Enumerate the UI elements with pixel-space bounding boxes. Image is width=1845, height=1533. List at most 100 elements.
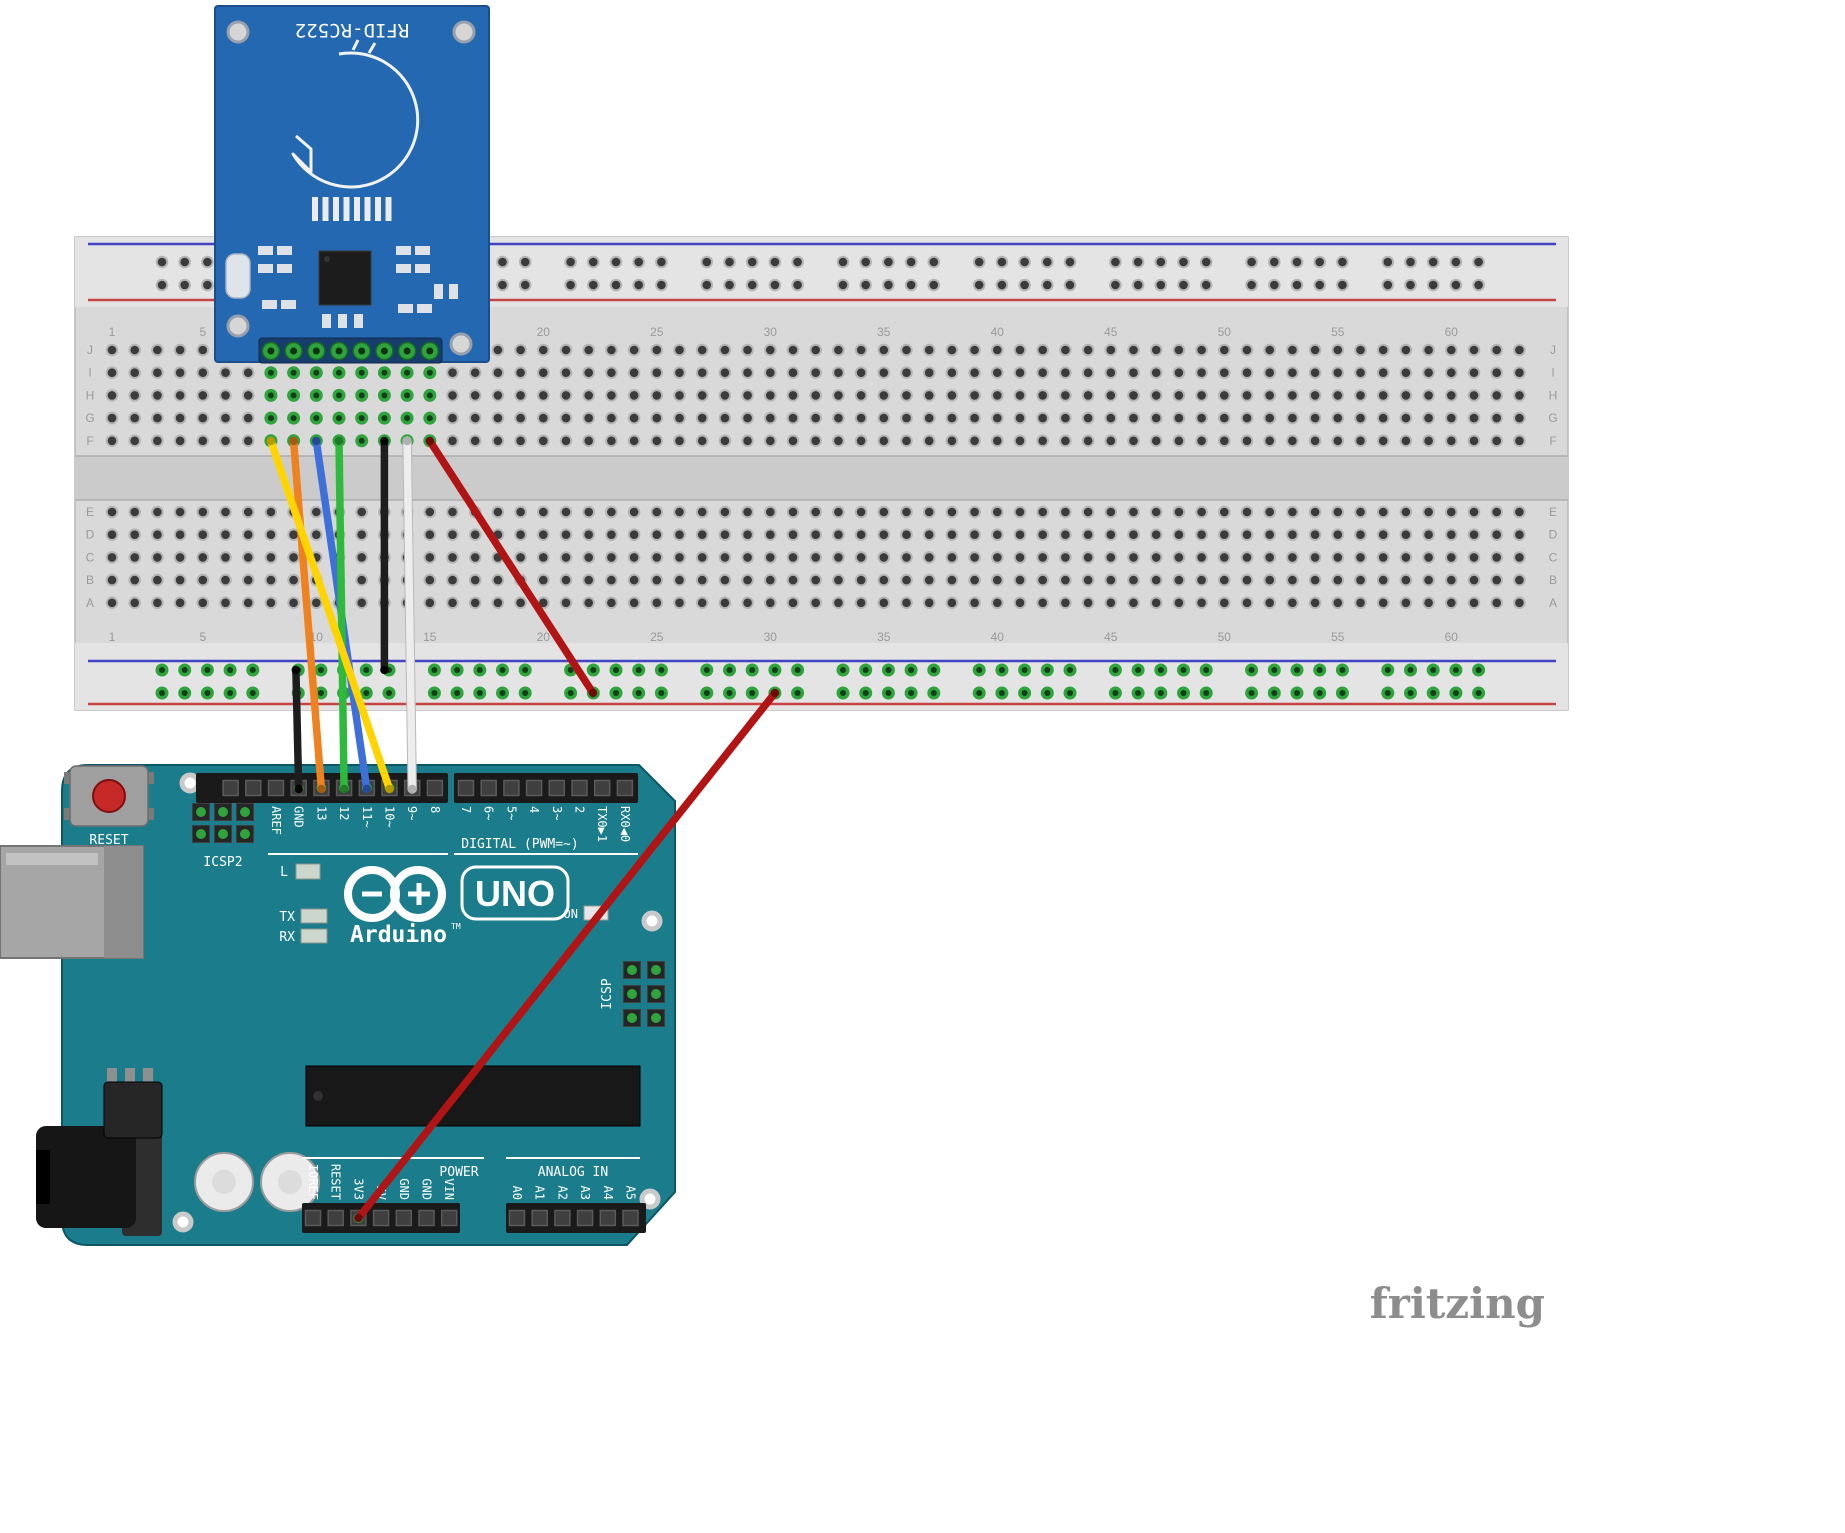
column-label: 50	[1218, 630, 1232, 644]
column-label: 55	[1331, 325, 1345, 339]
capacitor	[194, 1152, 254, 1212]
digital-pin-label: 10~	[383, 806, 397, 828]
column-label: 15	[423, 630, 437, 644]
column-label: 50	[1218, 325, 1232, 339]
row-label: F	[1549, 434, 1556, 448]
wire-v-board	[354, 689, 779, 1222]
digital-pin-label: RX0◀0	[618, 806, 632, 842]
uno-badge	[460, 865, 570, 921]
led-tx-label: TX	[279, 910, 295, 925]
column-label: 20	[537, 325, 551, 339]
icsp-label: ICSP	[600, 978, 615, 1009]
column-label: 60	[1445, 630, 1459, 644]
led-l	[295, 863, 321, 880]
rfid-pcb	[214, 5, 490, 363]
column-label: 45	[1104, 630, 1118, 644]
column-label: 20	[537, 630, 551, 644]
smd-component	[396, 264, 411, 273]
power-pin-label: IOREF	[306, 1164, 320, 1200]
column-label: 30	[764, 630, 778, 644]
digital-pin-label: 13	[314, 806, 328, 820]
digital-pin-label: 5~	[504, 806, 518, 820]
antenna-coil	[291, 51, 420, 189]
power-caption: POWER	[439, 1165, 478, 1180]
row-label: B	[86, 573, 94, 587]
led-rx	[300, 928, 328, 944]
digital-pin-label: TX0▶1	[595, 806, 609, 842]
row-label: E	[1549, 505, 1557, 519]
analog-pin-label: A5	[624, 1186, 638, 1200]
led-on-label: ON	[564, 907, 578, 921]
digital-pin-label: 7	[459, 806, 473, 813]
analog-caption: ANALOG IN	[538, 1165, 608, 1180]
led-rx-label: RX	[279, 930, 295, 945]
power-pin-label: VIN	[442, 1178, 456, 1200]
row-label: J	[87, 343, 93, 357]
analog-pin-label: A0	[510, 1186, 524, 1200]
column-label: 35	[877, 630, 891, 644]
solder-pad	[385, 197, 392, 221]
solder-pad	[312, 197, 318, 221]
mounting-hole	[452, 20, 476, 44]
column-label: 40	[991, 630, 1005, 644]
row-label: H	[86, 388, 95, 402]
usb-connector	[0, 845, 144, 959]
analog-pin-label: A1	[533, 1186, 547, 1200]
crystal	[225, 253, 251, 299]
digital-pin-label: 2	[573, 806, 587, 813]
smd-component	[396, 246, 411, 255]
mounting-hole	[226, 20, 250, 44]
row-label: D	[1549, 528, 1558, 542]
column-label: 40	[991, 325, 1005, 339]
digital-caption: DIGITAL (PWM=~)	[461, 837, 578, 852]
fritzing-watermark: fritzing	[1370, 1279, 1545, 1328]
brand-tm: TM	[451, 922, 461, 931]
digital-pin-label: 8	[428, 806, 442, 813]
row-label: I	[88, 366, 91, 380]
smd-component	[417, 304, 432, 313]
analog-pin-label: A2	[555, 1186, 569, 1200]
mounting-hole	[172, 1211, 194, 1233]
digital-pin-label: 6~	[482, 806, 496, 820]
smd-component	[398, 304, 413, 313]
column-label: 25	[650, 325, 664, 339]
row-label: F	[86, 434, 93, 448]
solder-pad	[322, 197, 329, 221]
column-label: 30	[764, 325, 778, 339]
smd-component	[281, 300, 296, 309]
led-tx	[300, 908, 328, 924]
digital-pin-label: GND	[292, 806, 306, 828]
analog-header	[506, 1203, 646, 1233]
row-label: E	[86, 505, 94, 519]
capacitor	[260, 1152, 320, 1212]
rfid-rc522-module: RFID-RC522	[214, 5, 490, 364]
solder-pad	[343, 197, 350, 221]
row-label: C	[1549, 550, 1558, 564]
digital-pin-label: 3~	[550, 806, 564, 820]
row-label: D	[86, 528, 95, 542]
digital-pin-label: 9~	[405, 806, 419, 820]
row-label: B	[1549, 573, 1557, 587]
power-pin-label: GND	[397, 1178, 411, 1200]
smd-component	[354, 314, 363, 328]
solder-pad	[364, 197, 371, 221]
digital-pin-label: 12	[337, 806, 351, 820]
smd-component	[338, 314, 347, 328]
smd-component	[277, 246, 292, 255]
column-label: 5	[199, 325, 206, 339]
smd-component	[277, 264, 292, 273]
row-label: G	[85, 411, 94, 425]
column-label: 55	[1331, 630, 1345, 644]
power-pin-label: 3V3	[351, 1178, 365, 1200]
icsp-header	[623, 961, 665, 1027]
smd-component	[415, 264, 430, 273]
digital-pin-label: AREF	[269, 806, 283, 835]
row-label: A	[1549, 596, 1557, 610]
row-label: H	[1549, 388, 1558, 402]
wire-miso	[335, 437, 348, 793]
solder-pad	[354, 197, 360, 221]
smd-component	[262, 300, 277, 309]
solder-pad	[333, 197, 339, 221]
